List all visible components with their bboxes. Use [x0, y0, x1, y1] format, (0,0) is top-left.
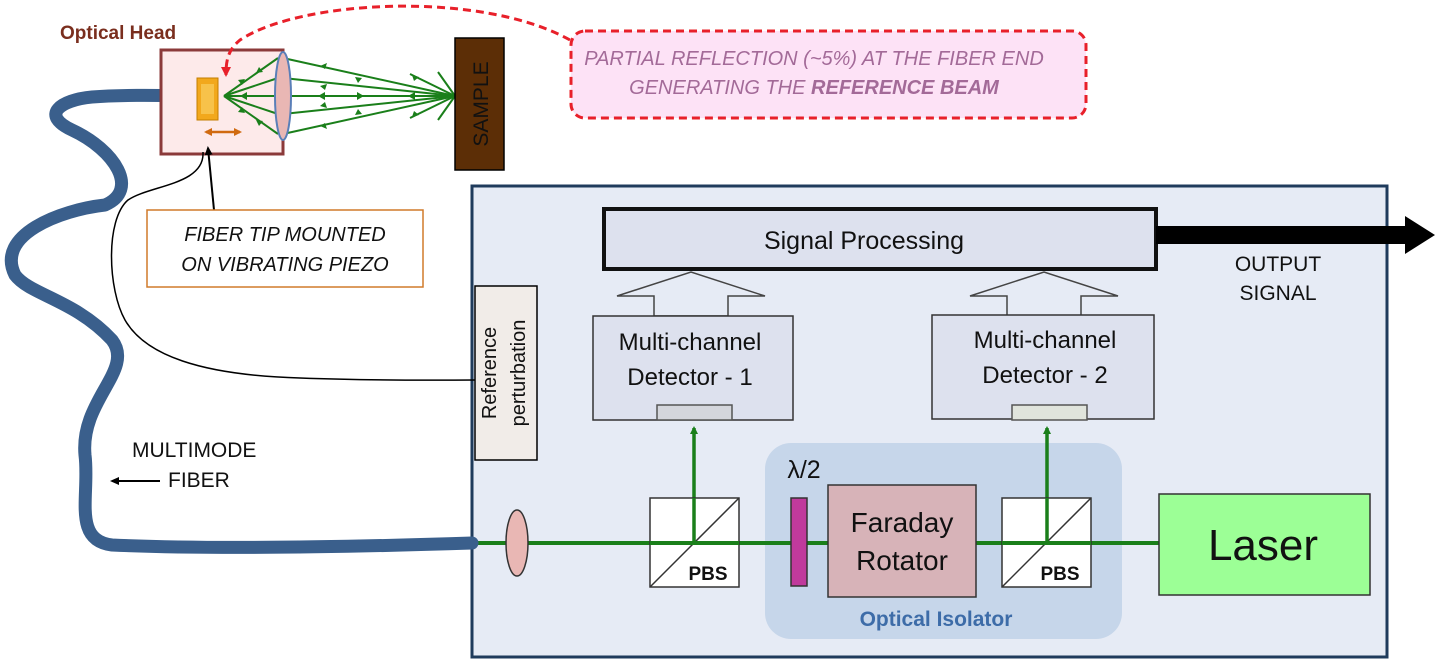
fiber-tip-callout-line1: FIBER TIP MOUNTED [184, 224, 385, 246]
fiber-tip-pointer [204, 146, 215, 211]
sample-label: SAMPLE [470, 61, 493, 146]
faraday-rotator [827, 484, 977, 598]
objective-lens [274, 51, 292, 141]
half-wave-plate [790, 497, 808, 587]
output-label-1: OUTPUT [1235, 253, 1322, 276]
detector-1-sensor [656, 404, 733, 421]
piezo-control-wire [110, 151, 477, 381]
faraday-line1: Faraday [851, 507, 954, 538]
detector-2-sensor [1011, 404, 1088, 421]
reflection-callout-line2-prefix: GENERATING THE [629, 77, 811, 99]
piezo-inner [201, 84, 214, 114]
detector-1-line1: Multi-channel [619, 329, 762, 356]
laser-label: Laser [1208, 521, 1318, 570]
pbs-1-label: PBS [688, 564, 727, 585]
reflection-callout-line2: GENERATING THE REFERENCE BEAM [629, 77, 1000, 99]
signal-processing-label: Signal Processing [764, 227, 964, 255]
output-arrow [1156, 216, 1435, 254]
laser-box [1158, 493, 1371, 596]
optical-head-title: Optical Head [60, 23, 176, 44]
reference-perturbation-line2: perturbation [508, 320, 530, 427]
beam-ray-arrows [238, 63, 419, 129]
reference-perturbation-box [474, 285, 538, 461]
detector-2-line2: Detector - 2 [982, 362, 1107, 389]
coupling-lens [505, 509, 529, 577]
multimode-fiber-label-2: FIBER [168, 469, 230, 492]
multimode-fiber [4, 88, 479, 554]
faraday-line2: Rotator [856, 545, 948, 576]
optical-head-box [159, 48, 285, 156]
detector-1-line2: Detector - 1 [627, 364, 752, 391]
beam-rays-head [223, 57, 456, 135]
detector-2-box [931, 314, 1155, 420]
pbs-2-label: PBS [1040, 564, 1079, 585]
multimode-fiber-label-1: MULTIMODE [132, 439, 256, 462]
reference-perturbation-line1: Reference [479, 327, 501, 419]
half-wave-label: λ/2 [787, 456, 820, 484]
fiber-tip-callout-box [146, 209, 424, 288]
optical-isolator-label: Optical Isolator [860, 608, 1013, 631]
detector-2-line1: Multi-channel [974, 327, 1117, 354]
reflection-callout-box [569, 29, 1088, 120]
reflection-pointer [221, 4, 571, 77]
sample-block [454, 37, 505, 171]
reflection-callout-line2-bold: REFERENCE BEAM [811, 77, 1000, 99]
fiber-tip-callout-line2: ON VIBRATING PIEZO [181, 254, 388, 276]
detector2-to-processing-arrow [969, 271, 1119, 317]
detector-1-box [592, 315, 794, 421]
reflection-callout-line1: PARTIAL REFLECTION (~5%) AT THE FIBER EN… [584, 48, 1044, 70]
output-label-2: SIGNAL [1239, 282, 1316, 305]
detector1-to-processing-arrow [616, 271, 766, 317]
